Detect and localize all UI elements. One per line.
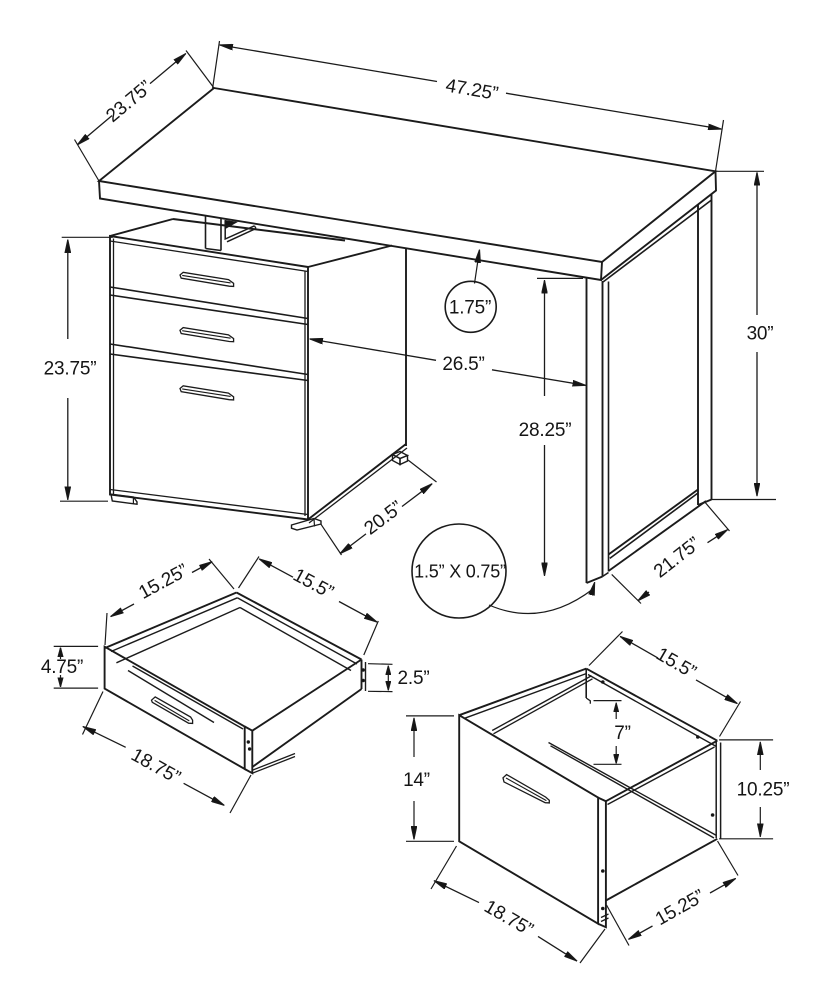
svg-text:1.75”: 1.75” — [449, 298, 491, 319]
svg-text:26.5”: 26.5” — [442, 354, 484, 375]
svg-text:28.25”: 28.25” — [519, 420, 572, 441]
svg-text:1.5” X 0.75”: 1.5” X 0.75” — [414, 561, 506, 581]
svg-text:30”: 30” — [747, 324, 774, 345]
svg-text:2.5”: 2.5” — [398, 668, 430, 689]
svg-text:7”: 7” — [614, 723, 631, 744]
svg-text:23.75”: 23.75” — [44, 359, 97, 380]
svg-text:14”: 14” — [403, 770, 430, 791]
svg-text:4.75”: 4.75” — [41, 657, 83, 678]
svg-text:10.25”: 10.25” — [737, 780, 790, 801]
